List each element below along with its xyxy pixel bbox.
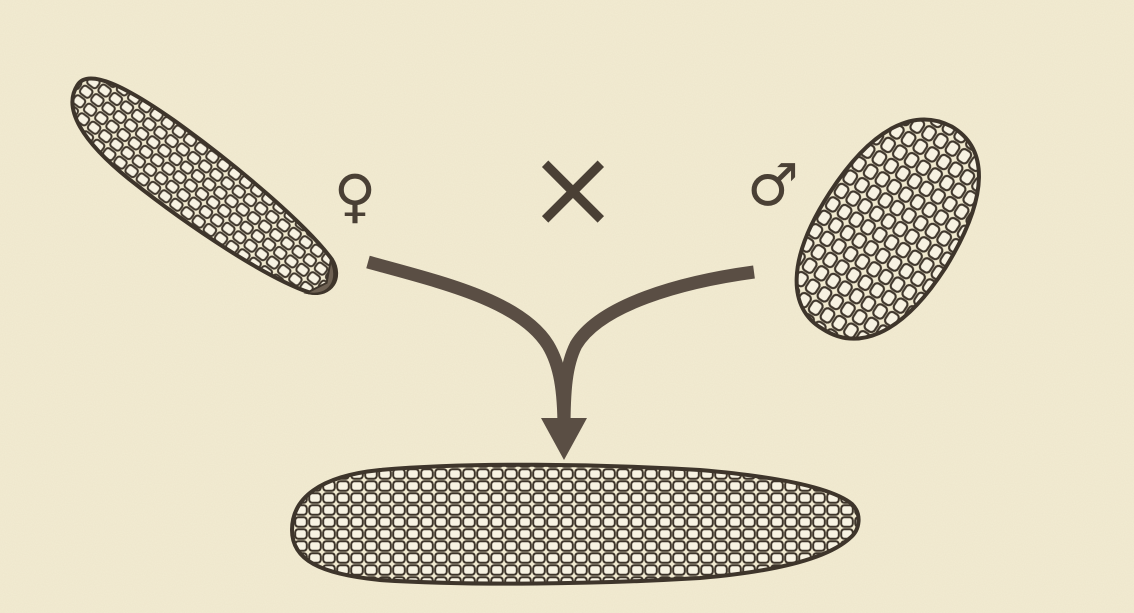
offspring-ear: [292, 465, 859, 584]
female-symbol: ♀: [334, 162, 376, 230]
cross-symbol: ×: [527, 124, 619, 252]
male-symbol: ♂: [747, 151, 799, 219]
